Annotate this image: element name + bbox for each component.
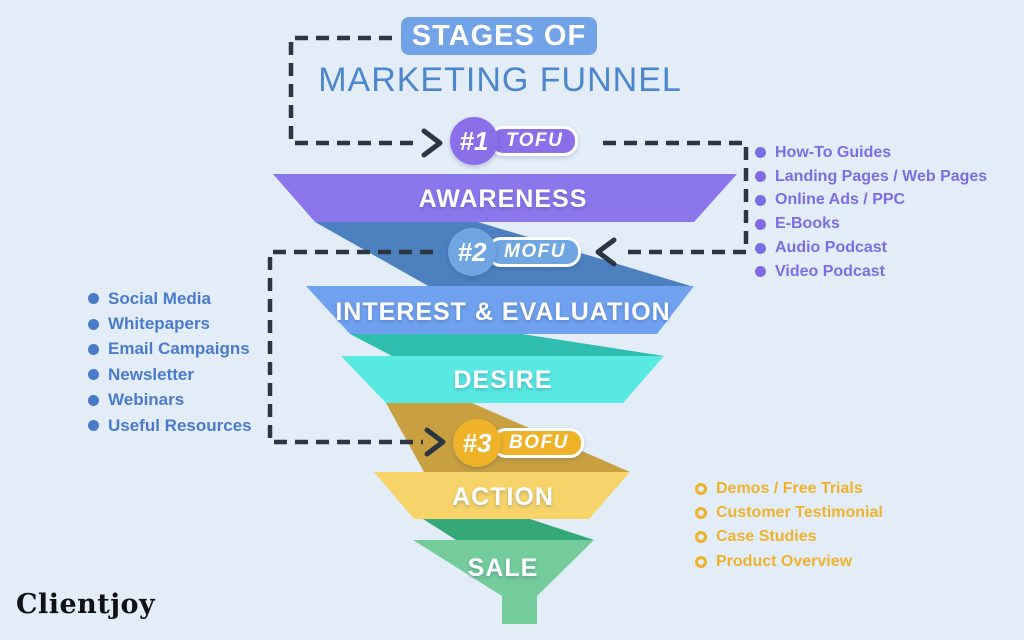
list-item: Customer Testimonial [695, 501, 883, 525]
list-item-label: Newsletter [108, 364, 194, 384]
bullet-ring-icon [695, 555, 707, 568]
badge-number: #2 [448, 228, 496, 276]
page-title: MARKETING FUNNEL [318, 61, 682, 99]
bullet-ring-icon [695, 507, 707, 520]
list-item-label: Landing Pages / Web Pages [775, 167, 988, 185]
bullet-icon [755, 218, 766, 230]
list-item: Audio Podcast [755, 236, 987, 260]
bullet-icon [755, 194, 766, 206]
bullet-ring-icon [695, 531, 707, 544]
list-item-label: Webinars [108, 390, 185, 410]
bullet-icon [755, 242, 766, 254]
bullet-icon [88, 369, 99, 381]
list-item-label: Email Campaigns [108, 339, 250, 359]
dashed-connector-title-to-tofu [288, 35, 420, 146]
badge-number: #1 [450, 117, 498, 165]
dashed-connector-tofu-to-mofu [603, 140, 749, 255]
list-item: Online Ads / PPC [755, 189, 987, 213]
funnel-fold-teal [350, 334, 664, 356]
dashed-connector-mofu-to-bofu [267, 249, 433, 445]
list-item: Social Media [88, 286, 252, 311]
list-item: How-To Guides [755, 141, 987, 165]
badge-code: MOFU [487, 237, 581, 267]
list-item-label: Video Podcast [775, 262, 885, 280]
list-item-label: E-Books [775, 215, 840, 233]
list-item-label: Audio Podcast [775, 239, 888, 257]
stage-label-interest: INTEREST & EVALUATION [335, 298, 671, 326]
stage-label-action: ACTION [452, 483, 554, 511]
list-item: Video Podcast [755, 260, 987, 284]
funnel-band-action [374, 472, 630, 519]
list-item-label: Customer Testimonial [716, 504, 883, 522]
list-item-label: Online Ads / PPC [775, 191, 906, 209]
list-item-label: How-To Guides [775, 143, 892, 161]
list-item-label: Social Media [108, 288, 211, 308]
badge-mofu: #2 MOFU [448, 228, 581, 276]
funnel-band-awareness [273, 174, 737, 222]
funnel-fold-green [423, 519, 594, 540]
bofu-tactics-list: Demos / Free Trials Customer Testimonial… [695, 477, 883, 574]
arrowhead-tofu [421, 128, 443, 158]
arrowhead-mofu [595, 237, 617, 267]
arrowhead-bofu [424, 427, 446, 457]
badge-bofu: #3 BOFU [453, 419, 584, 467]
badge-code: TOFU [489, 126, 579, 156]
clientjoy-logo: Clientjoy [16, 589, 156, 620]
list-item: Email Campaigns [88, 337, 252, 362]
funnel-band-sale-spout [413, 540, 594, 624]
bullet-icon [755, 147, 766, 159]
bullet-icon [755, 266, 766, 278]
list-item-label: Demos / Free Trials [716, 480, 863, 498]
list-item-label: Case Studies [716, 528, 817, 546]
funnel-band-desire [341, 356, 664, 403]
list-item: Newsletter [88, 362, 252, 387]
list-item: Landing Pages / Web Pages [755, 165, 987, 189]
bullet-icon [755, 171, 766, 183]
list-item: Whitepapers [88, 311, 252, 336]
badge-tofu: #1 TOFU [450, 117, 579, 165]
list-item: E-Books [755, 212, 987, 236]
badge-number: #3 [453, 419, 501, 467]
bullet-icon [88, 318, 99, 330]
badge-code: BOFU [492, 428, 584, 458]
stage-label-awareness: AWARENESS [418, 185, 588, 213]
list-item: Useful Resources [88, 413, 252, 438]
list-item: Case Studies [695, 525, 883, 549]
bullet-icon [88, 394, 99, 406]
list-item: Webinars [88, 388, 252, 413]
tofu-tactics-list: How-To Guides Landing Pages / Web Pages … [755, 141, 987, 284]
list-item: Demos / Free Trials [695, 477, 883, 501]
mofu-tactics-list: Social Media Whitepapers Email Campaigns… [88, 286, 252, 438]
title-badge: STAGES OF [401, 17, 597, 55]
stage-label-desire: DESIRE [453, 366, 553, 394]
list-item-label: Useful Resources [108, 415, 252, 435]
list-item-label: Whitepapers [108, 314, 211, 334]
list-item-label: Product Overview [716, 552, 853, 570]
stage-label-sale: SALE [467, 554, 539, 582]
list-item: Product Overview [695, 550, 883, 574]
funnel-band-interest [306, 286, 694, 334]
bullet-icon [88, 293, 99, 305]
bullet-icon [88, 343, 99, 355]
bullet-ring-icon [695, 483, 707, 496]
bullet-icon [88, 420, 99, 432]
